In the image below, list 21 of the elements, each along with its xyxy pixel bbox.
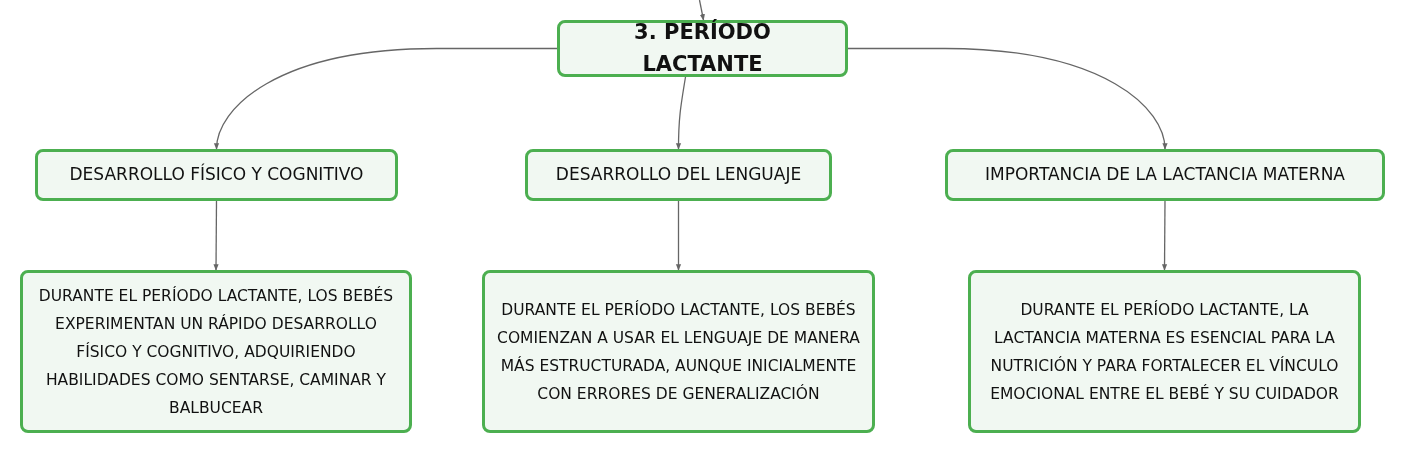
node-text: DURANTE EL PERÍODO LACTANTE, LOS BEBÉS COMIENZAN A USAR EL LENGUAJE DE MANERA MÁS ESTRUCTURADA, AUNQUE INICIALMENTE CON ERRORES DE GENERALIZACIÓN [496,299,861,405]
connector-arrow [213,200,219,271]
central-topic-box [557,20,848,77]
subtopic-box [525,149,832,201]
connector-arrow [1161,200,1168,271]
connector-arrow [214,47,558,150]
node-text: DURANTE EL PERÍODO LACTANTE, LOS BEBÉS EXPERIMENTAN UN RÁPIDO DESARROLLO FÍSICO Y COGNITIVO, ADQUIRIENDO HABILIDADES COMO SENTARSE, CAMINAR Y BALBUCEAR [37,285,395,419]
description-box [968,270,1361,433]
node-text: 3. PERÍODO LACTANTE [633,18,772,78]
description-box [20,270,412,433]
subtopic-box [35,149,398,201]
description-box [482,270,875,433]
connector-arrow [698,0,705,21]
connector-arrow [675,200,682,271]
node-text: DESARROLLO DEL LENGUAJE [555,163,802,187]
node-text: DESARROLLO FÍSICO Y COGNITIVO [69,162,364,187]
subtopic-box [945,149,1385,201]
node-text: DURANTE EL PERÍODO LACTANTE, LA LACTANCIA MATERNA ES ESENCIAL PARA LA NUTRICIÓN Y PARA FORTALECER EL VÍNCULO EMOCIONAL ENTRE EL BEBÉ Y SU CUIDADOR [989,299,1340,405]
connector-arrow [847,47,1167,150]
node-text: IMPORTANCIA DE LA LACTANCIA MATERNA [985,163,1345,187]
connector-arrow [675,76,687,150]
